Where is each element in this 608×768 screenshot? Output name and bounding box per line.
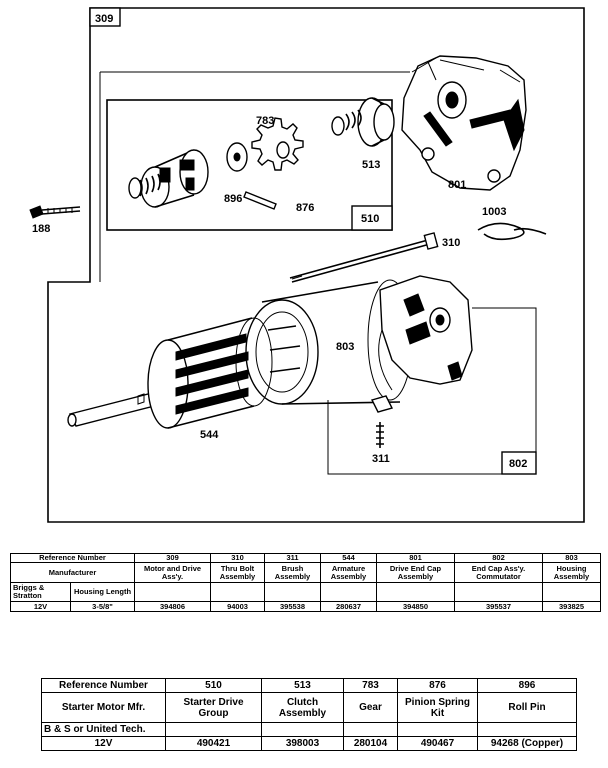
- part-510: 490421: [165, 736, 262, 751]
- ref-876: 876: [397, 678, 478, 693]
- label-1003: 1003: [482, 206, 506, 218]
- label-309: 309: [95, 13, 113, 25]
- starter-motor-exploded-diagram: 309 510 783 896 876 513: [29, 7, 585, 523]
- part-876: 490467: [397, 736, 478, 751]
- brush-311: [370, 395, 394, 448]
- desc-802: End Cap Ass'y. Commutator: [454, 562, 544, 583]
- label-311: 311: [372, 453, 390, 465]
- gear-783: [251, 117, 304, 171]
- part-896: 94268 (Copper): [477, 736, 577, 751]
- desc-510: Starter Drive Group: [165, 692, 262, 723]
- label-876: 876: [296, 202, 314, 214]
- ref-783: 783: [343, 678, 398, 693]
- mfr-row: B & S or United Tech.: [41, 722, 166, 737]
- ref-896: 896: [477, 678, 577, 693]
- end-cap-802: [378, 275, 473, 391]
- ref-513: 513: [261, 678, 344, 693]
- ref-number-header-2: Reference Number: [41, 678, 166, 693]
- label-188: 188: [32, 223, 50, 235]
- part-513: 398003: [261, 736, 344, 751]
- clip-1003: [477, 222, 547, 241]
- desc-311: Brush Assembly: [264, 562, 322, 583]
- ref-510: 510: [165, 678, 262, 693]
- desc-783: Gear: [343, 692, 398, 723]
- brand-header: Briggs & Stratton: [10, 582, 71, 602]
- part-803: 393825: [542, 601, 602, 612]
- desc-309: Motor and Drive Ass'y.: [134, 562, 212, 583]
- label-513: 513: [362, 159, 380, 171]
- clutch-513: [331, 97, 395, 147]
- label-box-510: [351, 205, 393, 231]
- label-box-309: [89, 7, 121, 27]
- ref-310: 310: [210, 553, 266, 563]
- ref-803: 803: [542, 553, 602, 563]
- parts-table-motor: Reference Number 309 310 311 544 801 802…: [9, 553, 602, 612]
- frame-510: [106, 99, 393, 231]
- washer: [226, 142, 248, 172]
- label-802: 802: [509, 458, 527, 470]
- part-783: 280104: [343, 736, 398, 751]
- part-310: 94003: [210, 601, 266, 612]
- desc-896: Roll Pin: [477, 692, 577, 723]
- bolt-188: [29, 205, 81, 219]
- part-802: 395537: [454, 601, 544, 612]
- ref-311: 311: [264, 553, 322, 563]
- roll-pin-876: [243, 191, 277, 210]
- desc-803: Housing Assembly: [542, 562, 602, 583]
- label-783: 783: [256, 115, 274, 127]
- row-length: 3-5/8": [69, 601, 136, 612]
- desc-513: Clutch Assembly: [261, 692, 344, 723]
- desc-801: Drive End Cap Assembly: [376, 562, 456, 583]
- ref-801: 801: [376, 553, 456, 563]
- desc-310: Thru Bolt Assembly: [210, 562, 266, 583]
- part-544: 280637: [320, 601, 378, 612]
- drive-end-cap-801: [401, 55, 527, 191]
- label-544: 544: [200, 429, 219, 441]
- label-510: 510: [361, 213, 379, 225]
- armature-544: [67, 317, 301, 429]
- label-box-802: [501, 451, 537, 475]
- ref-number-header: Reference Number: [9, 553, 136, 563]
- label-801: 801: [448, 179, 466, 191]
- frame-801: [99, 71, 410, 282]
- part-311: 395538: [264, 601, 322, 612]
- frame-309: [47, 7, 585, 523]
- voltage-row: 12V: [41, 736, 166, 751]
- label-803: 803: [336, 341, 354, 353]
- ref-544: 544: [320, 553, 378, 563]
- thru-bolt-310: [289, 232, 439, 283]
- ref-309: 309: [134, 553, 212, 563]
- cup-spring: [128, 173, 161, 199]
- label-896: 896: [224, 193, 242, 205]
- part-801: 394850: [376, 601, 456, 612]
- label-310: 310: [442, 237, 460, 249]
- parts-table-drive: Reference Number 510 513 783 876 896 Sta…: [41, 678, 577, 751]
- starter-mfr-header: Starter Motor Mfr.: [41, 692, 166, 723]
- drive-cup: [140, 149, 209, 208]
- desc-544: Armature Assembly: [320, 562, 378, 583]
- manufacturer-header: Manufacturer: [9, 562, 136, 583]
- housing-length-header: Housing Length: [69, 582, 136, 602]
- row-voltage: 12V: [10, 601, 71, 612]
- ref-802: 802: [454, 553, 544, 563]
- part-309: 394806: [134, 601, 212, 612]
- desc-876: Pinion Spring Kit: [397, 692, 478, 723]
